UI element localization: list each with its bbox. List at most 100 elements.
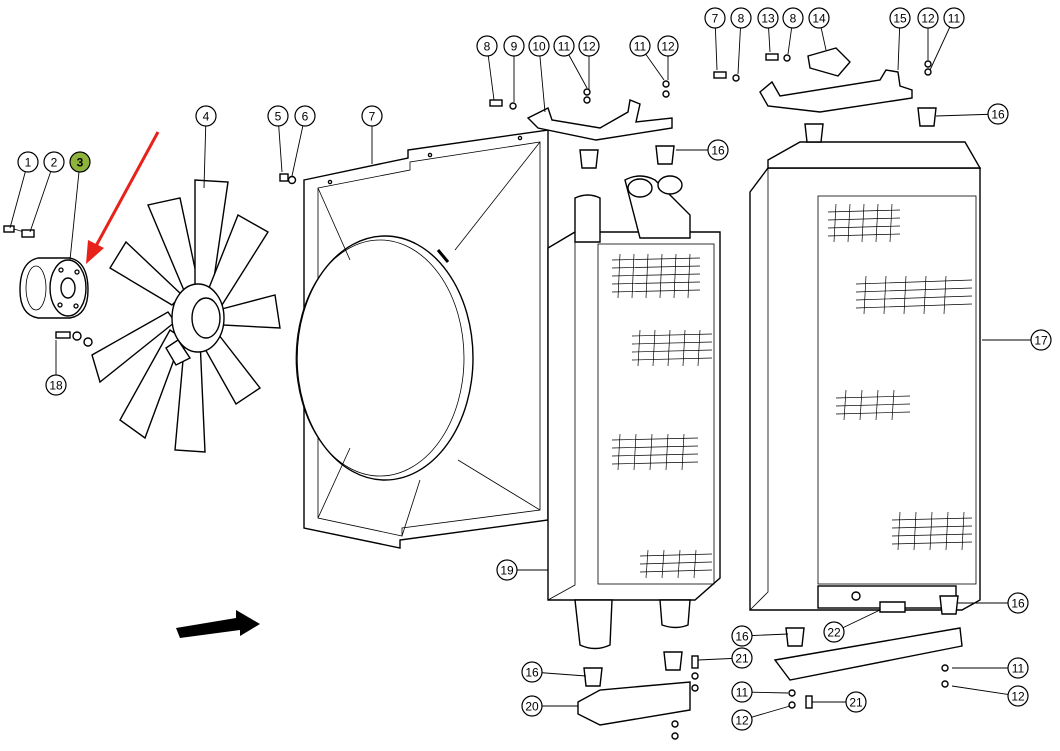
callout-label: 12 [661, 40, 675, 54]
callout-circle [731, 625, 753, 647]
callout-label: 15 [893, 12, 907, 26]
callout-circle [917, 7, 939, 29]
callout-circle [45, 374, 67, 396]
callout-11: 11 [943, 7, 965, 29]
fan-shroud [295, 129, 549, 549]
callout-label: 22 [827, 626, 841, 640]
callout-label: 18 [49, 379, 63, 393]
callout-17: 17 [1030, 329, 1052, 351]
callout-4: 4 [195, 105, 217, 127]
callout-circle [731, 681, 753, 703]
leader-line [69, 161, 81, 261]
callout-label: 16 [711, 144, 725, 158]
callout-circle [987, 103, 1009, 125]
callout-12: 12 [578, 35, 600, 57]
callout-label: 4 [203, 110, 210, 124]
callout-label: 12 [582, 40, 596, 54]
intercooler-core [547, 175, 721, 650]
callout-circle [267, 105, 289, 127]
callout-label: 5 [275, 110, 282, 124]
callout-22: 22 [823, 621, 845, 643]
callout-circle [823, 621, 845, 643]
callout-label: 11 [634, 40, 647, 54]
callout-7: 7 [704, 7, 726, 29]
callout-16: 16 [731, 625, 753, 647]
callout-12: 12 [731, 709, 753, 731]
callout-8: 8 [476, 35, 498, 57]
callout-label: 11 [1012, 662, 1025, 676]
callout-9: 9 [503, 35, 525, 57]
callout-circle [195, 105, 217, 127]
callout-circle [731, 709, 753, 731]
callout-16: 16 [987, 103, 1009, 125]
callout-circle [503, 35, 525, 57]
callout-11: 11 [629, 35, 651, 57]
callout-label: 16 [525, 666, 539, 680]
callout-circle [69, 151, 91, 173]
callout-circle [17, 151, 39, 173]
callout-label: 1 [25, 156, 32, 170]
callout-label: 2 [51, 156, 58, 170]
callout-5: 5 [267, 105, 289, 127]
callout-circle [782, 7, 804, 29]
callout-19: 19 [496, 559, 518, 581]
callout-14: 14 [808, 7, 830, 29]
callout-label: 7 [369, 110, 376, 124]
callout-circle [361, 105, 383, 127]
callout-20: 20 [521, 695, 543, 717]
callout-circle [578, 35, 600, 57]
callout-circle [889, 7, 911, 29]
callout-label: 12 [1011, 690, 1025, 704]
callout-label: 16 [735, 630, 749, 644]
callout-circle [704, 7, 726, 29]
callout-circle [1007, 685, 1029, 707]
callout-label: 8 [738, 12, 745, 26]
callout-circle [553, 35, 575, 57]
callout-label: 16 [1011, 597, 1025, 611]
fasteners [279, 53, 959, 740]
fan-hub-flange [3, 225, 93, 347]
callout-circle [808, 7, 830, 29]
leader-line [951, 685, 1019, 697]
callout-16: 16 [1007, 592, 1029, 614]
fan-blades [91, 179, 281, 453]
callout-circle [521, 661, 543, 683]
callout-2: 2 [43, 151, 65, 173]
callout-circle [731, 647, 753, 669]
callout-10: 10 [528, 35, 550, 57]
callout-21: 21 [731, 647, 753, 669]
callout-circle [757, 7, 779, 29]
red-pointer-arrow [86, 131, 160, 264]
leader-line [538, 45, 546, 113]
callout-8: 8 [730, 7, 752, 29]
callout-label: 8 [790, 12, 797, 26]
callout-label: 11 [558, 40, 571, 54]
callout-circle [657, 35, 679, 57]
callout-circle [1007, 592, 1029, 614]
callout-circle [730, 7, 752, 29]
callout-16: 16 [707, 139, 729, 161]
callout-label: 21 [735, 652, 749, 666]
radiator-core [749, 141, 982, 611]
airflow-direction-arrow [176, 610, 260, 638]
callout-21: 21 [845, 691, 867, 713]
callout-11: 11 [731, 681, 753, 703]
callout-circle [43, 151, 65, 173]
callout-circle [1030, 329, 1052, 351]
callout-circle [943, 7, 965, 29]
callout-label: 19 [500, 564, 514, 578]
callout-12: 12 [1007, 685, 1029, 707]
callout-circle [528, 35, 550, 57]
callout-circle [496, 559, 518, 581]
callout-circle [707, 139, 729, 161]
callout-label: 14 [812, 12, 826, 26]
callout-circle [1007, 657, 1029, 679]
callout-label: 8 [484, 40, 491, 54]
callout-18: 18 [45, 374, 67, 396]
callout-3: 3 [69, 151, 91, 173]
callout-label: 6 [302, 110, 309, 124]
callout-label: 11 [736, 686, 749, 700]
callout-label: 9 [511, 40, 518, 54]
